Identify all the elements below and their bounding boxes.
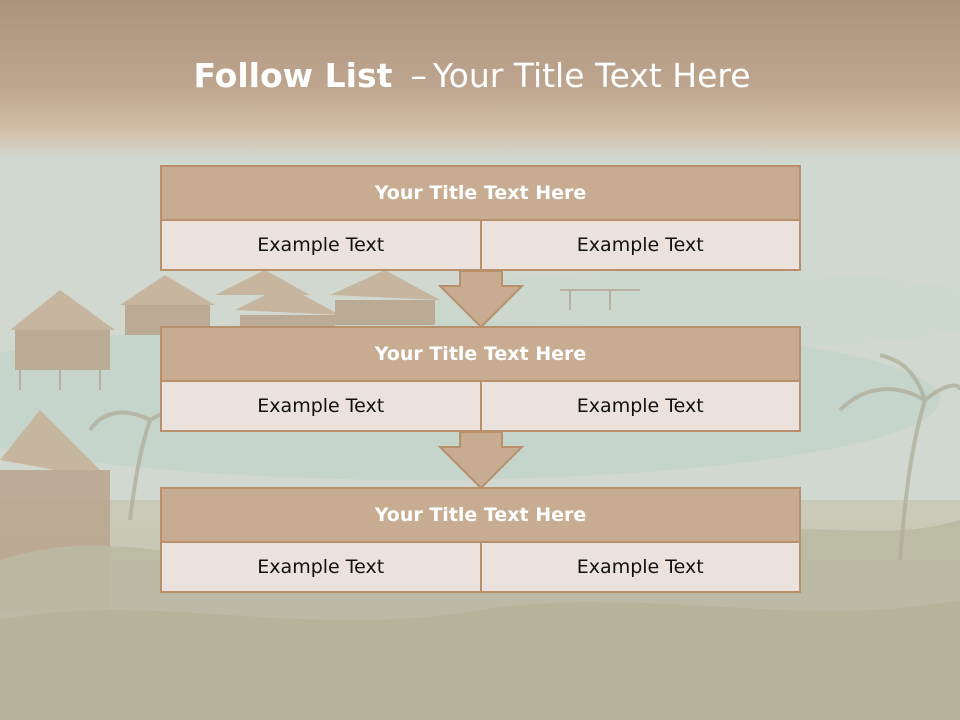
flow-block-row: Example Text Example Text	[160, 221, 801, 271]
header-band	[0, 0, 960, 160]
flow-block-cell-right: Example Text	[479, 382, 800, 430]
down-arrow-icon	[438, 431, 524, 489]
flow-block-2: Your Title Text Here Example Text Exampl…	[160, 326, 801, 432]
flow-block-cell-left: Example Text	[257, 395, 385, 417]
flow-block-cell-left: Example Text	[257, 556, 385, 578]
flow-block-cell-left: Example Text	[257, 234, 385, 256]
flow-block-cell-right: Example Text	[479, 221, 800, 269]
flow-block-cell-right: Example Text	[479, 543, 800, 591]
flow-block-3: Your Title Text Here Example Text Exampl…	[160, 487, 801, 593]
slide-title: Follow List–Your Title Text Here	[0, 56, 944, 96]
slide-title-bold: Follow List	[193, 56, 393, 95]
slide-title-separator: –	[410, 56, 427, 95]
flow-block-1: Your Title Text Here Example Text Exampl…	[160, 165, 801, 271]
flow-block-row: Example Text Example Text	[160, 382, 801, 432]
flow-block-row: Example Text Example Text	[160, 543, 801, 593]
slide-title-rest: Your Title Text Here	[432, 56, 751, 95]
flow-block-title: Your Title Text Here	[160, 326, 801, 382]
flow-block-title: Your Title Text Here	[160, 487, 801, 543]
flow-block-title: Your Title Text Here	[160, 165, 801, 221]
down-arrow-icon	[438, 270, 524, 328]
